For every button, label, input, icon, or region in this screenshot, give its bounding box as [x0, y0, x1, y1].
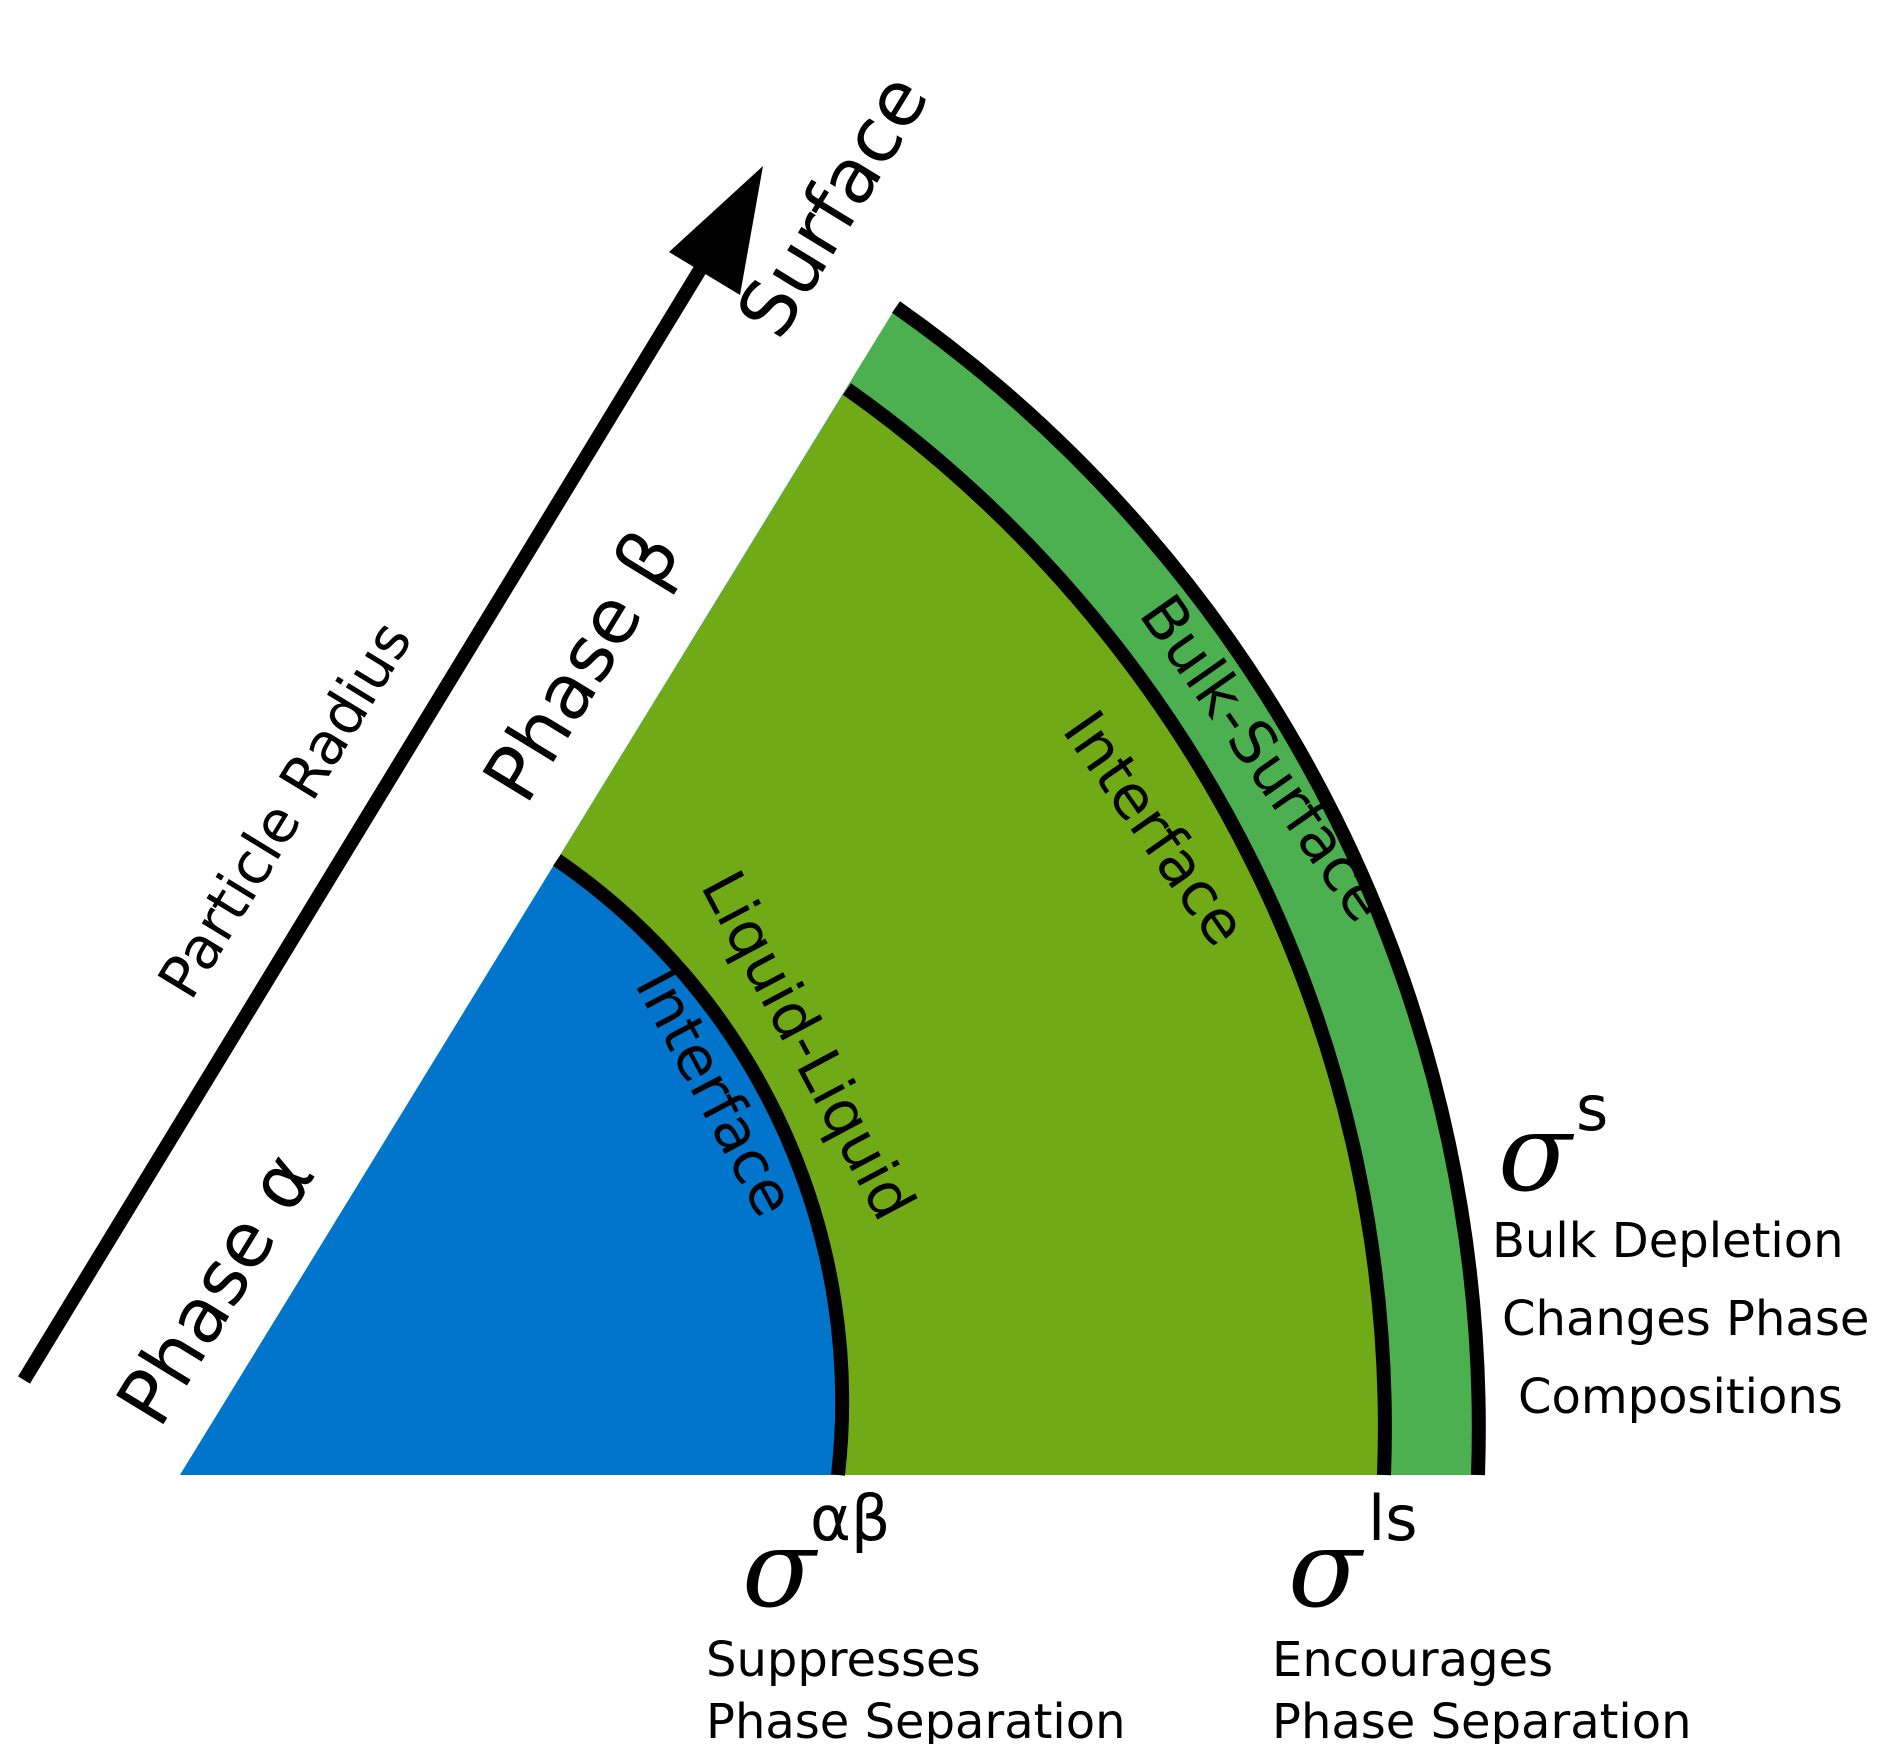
sigma-alpha-beta-symbol: σ [742, 1507, 819, 1632]
ls-desc-line1: Encourages [1272, 1632, 1553, 1688]
s-desc-line2: Changes Phase [1502, 1291, 1869, 1347]
particle-radius-arrow-shaft [18, 246, 718, 1384]
alpha-beta-desc-line1: Suppresses [706, 1632, 981, 1688]
s-desc-line1: Bulk Depletion [1492, 1213, 1844, 1269]
phase-alpha-region [180, 860, 843, 1475]
s-desc-line3: Compositions [1518, 1369, 1843, 1425]
sigma-s-symbol: σ [1498, 1091, 1575, 1216]
sigma-ls-symbol: σ [1288, 1507, 1365, 1632]
sigma-ls-superscript: ls [1368, 1482, 1418, 1555]
alpha-beta-desc-line2: Phase Separation [706, 1694, 1126, 1744]
ls-desc-line2: Phase Separation [1272, 1694, 1692, 1744]
liquid-liquid-boundary [553, 854, 850, 1476]
outer-surface-boundary [891, 301, 1486, 1476]
bulk-surface-boundary [842, 383, 1392, 1476]
sigma-s-superscript: s [1576, 1072, 1608, 1145]
sigma-alpha-beta-superscript: αβ [810, 1482, 890, 1555]
particle-radius-arrowhead [669, 166, 763, 295]
